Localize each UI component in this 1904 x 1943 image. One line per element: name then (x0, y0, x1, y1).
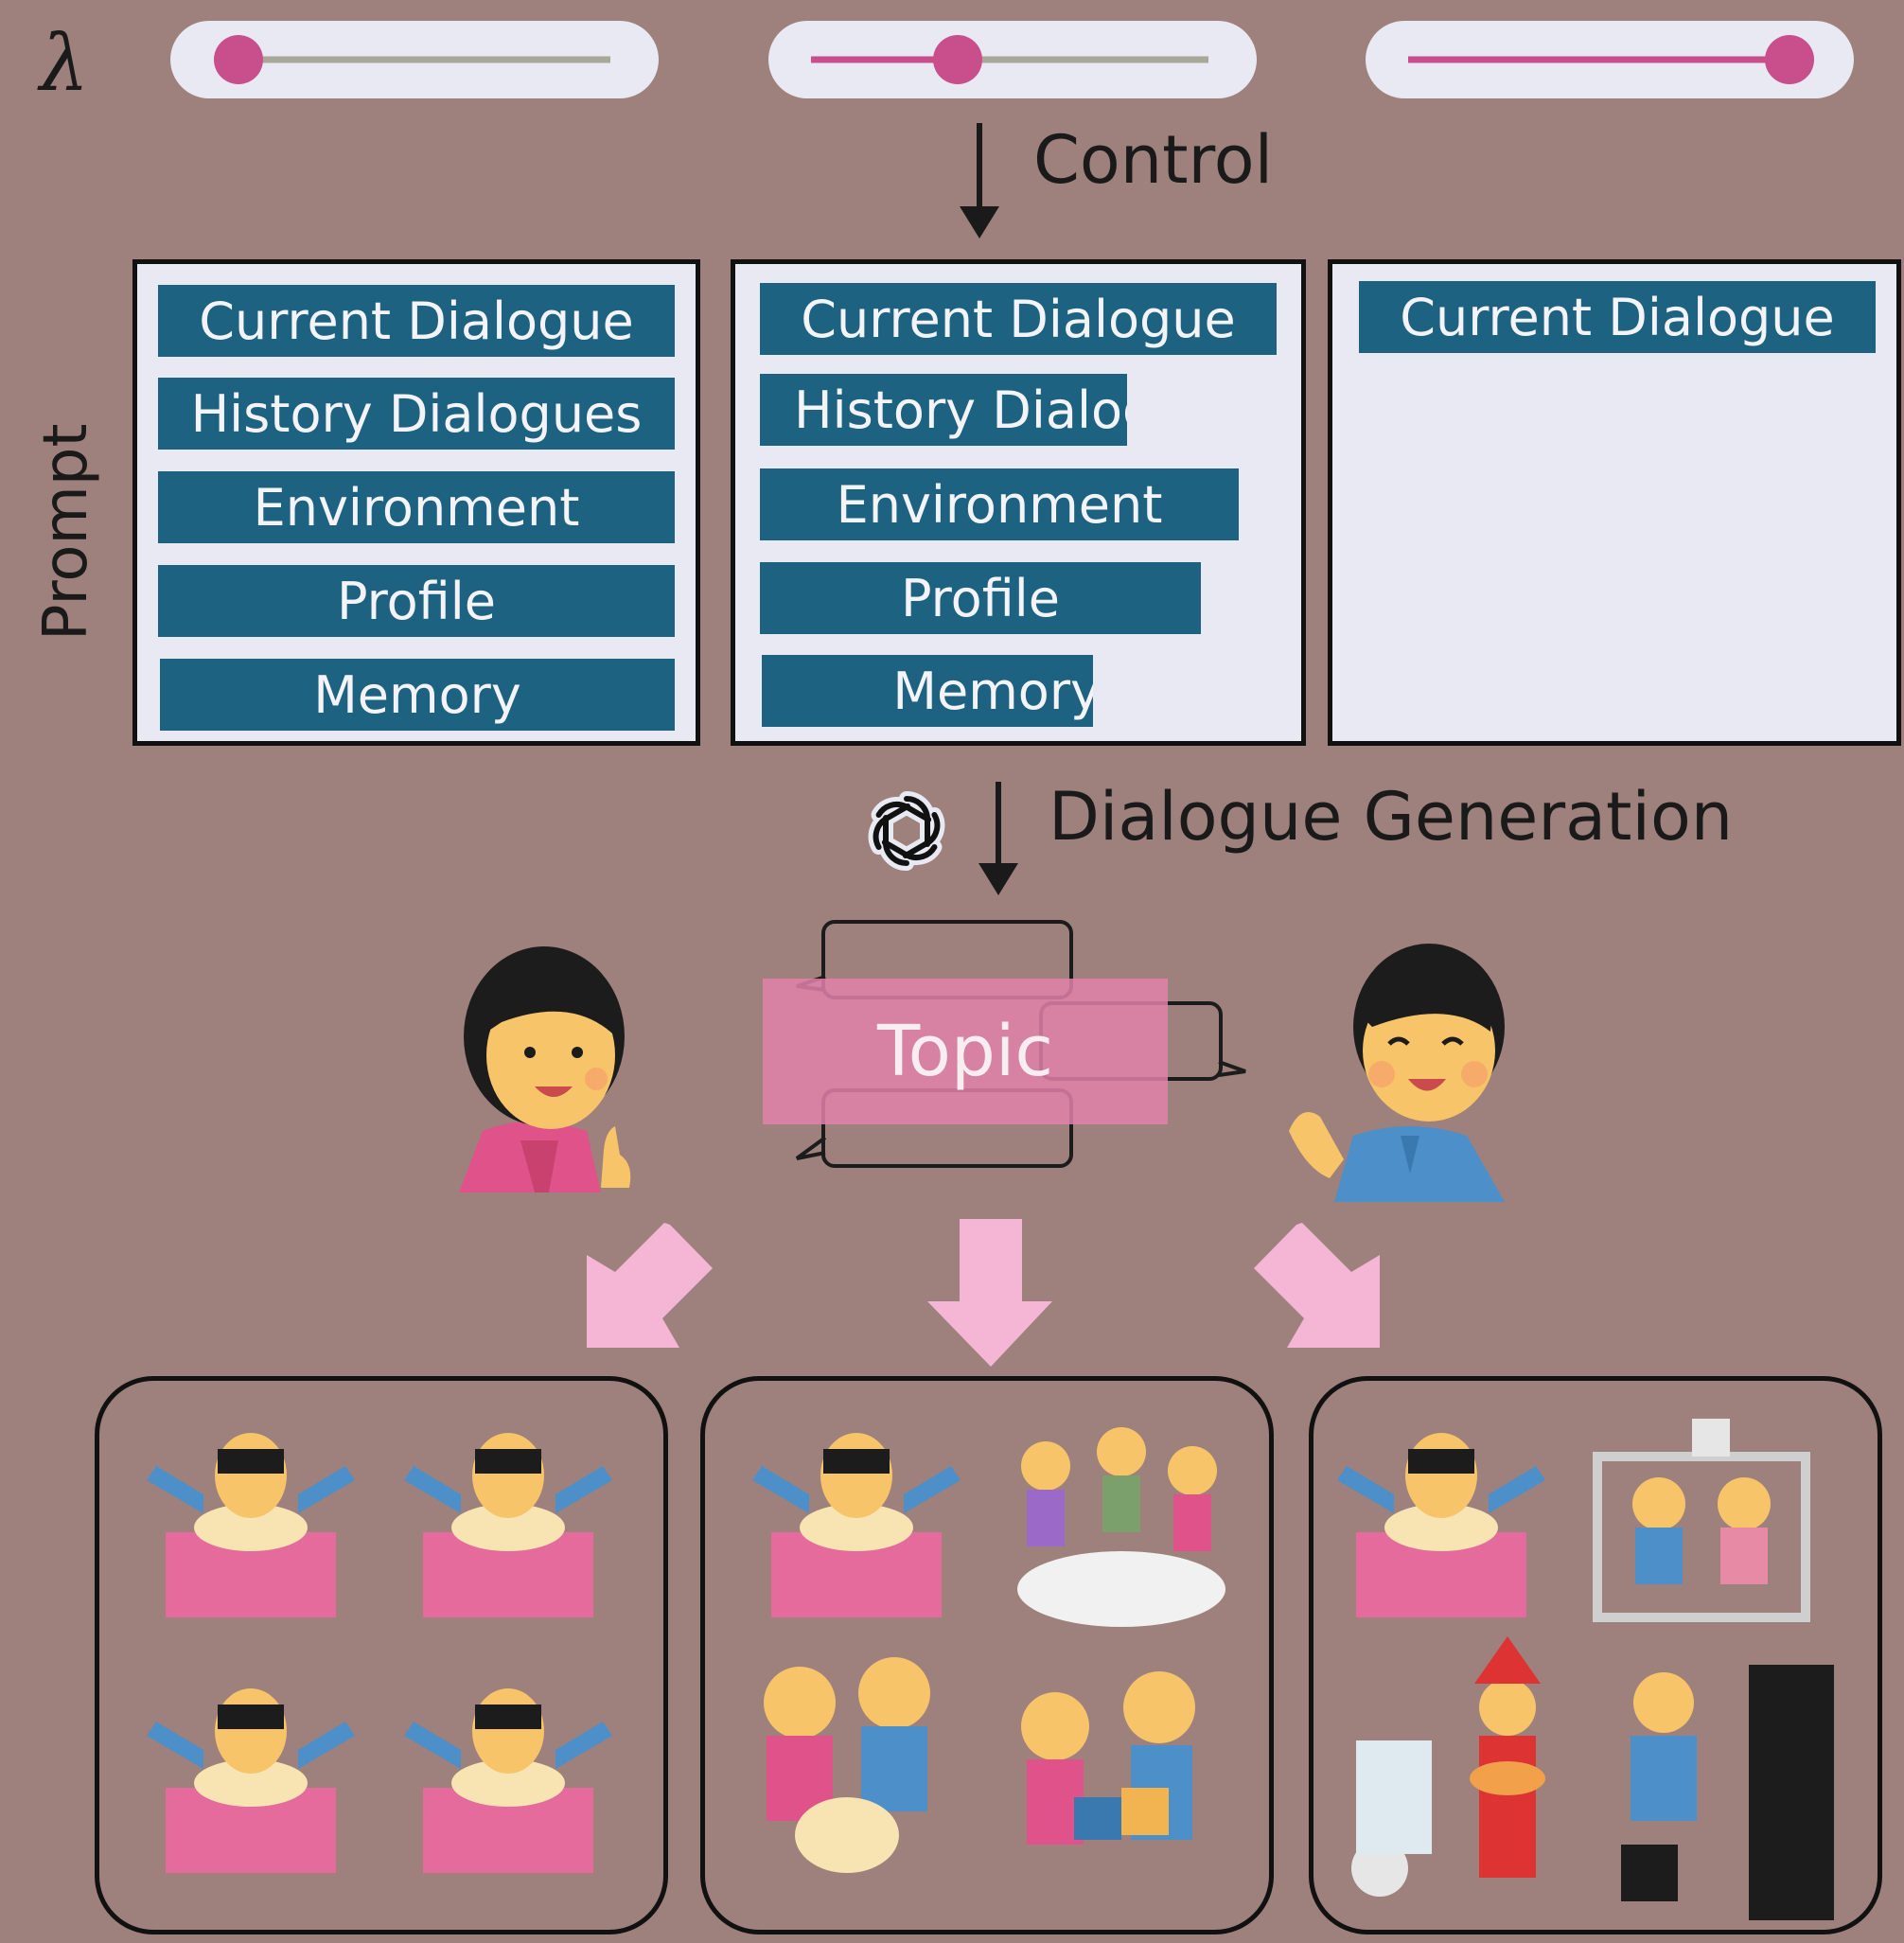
bar-history-dialogues: History Dialogues (760, 374, 1127, 446)
piano-player-icon (1621, 1665, 1834, 1920)
control-arrow-icon (960, 123, 999, 238)
control-label: Control (1033, 121, 1274, 199)
slider-knob[interactable] (1765, 35, 1814, 84)
bar-environment: Environment (158, 471, 675, 543)
gift-exchange-icon (1021, 1671, 1195, 1845)
bar-memory: Memory (762, 655, 1093, 727)
slider-high[interactable] (1366, 21, 1854, 98)
generation-label: Dialogue Generation (1049, 778, 1734, 856)
prompt-panel-full: Current Dialogue History Dialogues Envir… (132, 259, 700, 746)
openai-logo-icon (868, 790, 945, 872)
bar-environment: Environment (760, 468, 1239, 540)
birthday-boy-icon (147, 1433, 355, 1617)
ski-lift-icon (1593, 1419, 1810, 1622)
prompt-label: Prompt (31, 423, 101, 641)
bar-history-dialogues: History Dialogues (158, 378, 675, 450)
scene-images-mid (752, 1427, 1225, 1873)
bar-current-dialogue: Current Dialogue (1359, 281, 1876, 353)
scene-panel-low-diversity (95, 1376, 668, 1934)
birthday-boy-icon (752, 1433, 961, 1617)
left-down-arrow-icon (587, 1223, 713, 1348)
couple-cake-icon (764, 1657, 930, 1873)
prompt-panel-partial: Current Dialogue History Dialogues Envir… (731, 259, 1306, 746)
scene-images-high (1337, 1419, 1834, 1920)
bar-profile: Profile (760, 562, 1201, 634)
bar-current-dialogue: Current Dialogue (158, 285, 675, 357)
prompt-panel-minimal: Current Dialogue (1328, 259, 1901, 746)
branch-arrows-icon (587, 1219, 1380, 1367)
pizza-delivery-icon (1351, 1636, 1545, 1897)
slider-low-track (214, 35, 610, 84)
slider-knob[interactable] (214, 35, 263, 84)
slider-low[interactable] (170, 21, 659, 98)
man-speaker-icon (1289, 944, 1505, 1202)
bar-profile: Profile (158, 565, 675, 637)
scene-panel-high-diversity (1309, 1376, 1882, 1934)
birthday-boy-icon (147, 1688, 355, 1873)
scene-panel-mid-diversity (700, 1376, 1274, 1934)
birthday-boy-icon (404, 1688, 612, 1873)
topic-label: Topic (876, 1011, 1054, 1092)
slider-mid[interactable] (768, 21, 1257, 98)
woman-speaker-icon (459, 946, 631, 1192)
slider-mid-track (811, 35, 1208, 84)
generation-arrow-icon (978, 782, 1018, 895)
birthday-boy-icon (404, 1433, 612, 1617)
bar-memory: Memory (160, 659, 675, 731)
slider-high-track (1408, 35, 1814, 84)
slider-knob[interactable] (933, 35, 982, 84)
center-down-arrow-icon (927, 1219, 1052, 1367)
birthday-boy-icon (1337, 1433, 1545, 1617)
party-icon (1017, 1427, 1225, 1627)
lambda-symbol: λ (40, 19, 89, 109)
topic-box (763, 979, 1168, 1124)
right-down-arrow-icon (1254, 1223, 1380, 1348)
bar-current-dialogue: Current Dialogue (760, 283, 1277, 355)
scene-images-low (147, 1433, 612, 1873)
